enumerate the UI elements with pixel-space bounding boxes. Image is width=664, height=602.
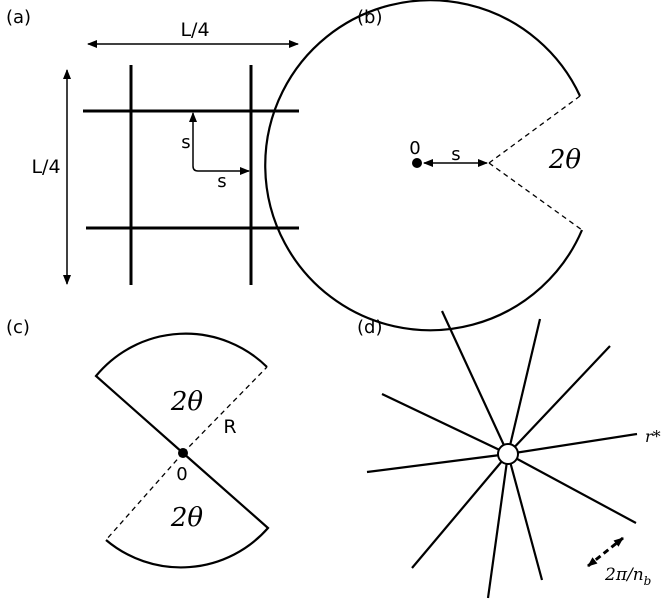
spacing-label: 2π/nb bbox=[604, 565, 651, 588]
ray-8 bbox=[411, 453, 509, 569]
height-label: L/4 bbox=[31, 156, 60, 178]
s-horizontal-label: s bbox=[217, 171, 226, 192]
panel-d-label: (d) bbox=[357, 317, 382, 338]
angle-top-label: 2θ bbox=[170, 387, 204, 417]
disk-boundary bbox=[264, 0, 584, 332]
panel-b-label: (b) bbox=[357, 7, 382, 28]
ray-9 bbox=[366, 452, 509, 474]
s-vertical-label: s bbox=[181, 132, 190, 153]
ray-10 bbox=[381, 393, 509, 455]
ray-1 bbox=[441, 310, 509, 455]
radius-dashed-top bbox=[182, 366, 268, 454]
angle-bottom-label: 2θ bbox=[170, 503, 204, 533]
panel-c: (c) 0 2θ 2θ R bbox=[6, 317, 270, 569]
ray-2 bbox=[506, 318, 542, 455]
ray-5 bbox=[507, 453, 637, 524]
panel-b: (b) 0 s 2θ bbox=[264, 0, 584, 332]
center-circle bbox=[497, 443, 519, 465]
spacing-arrow bbox=[587, 536, 624, 568]
r-star-label: r* bbox=[645, 427, 661, 446]
wedge-edge-top bbox=[488, 95, 581, 164]
spacing-label-main: 2π/n bbox=[604, 565, 644, 585]
ray-6 bbox=[506, 453, 544, 581]
spacing-label-subscript: b bbox=[644, 574, 652, 588]
ray-7 bbox=[486, 453, 510, 599]
ray-4 bbox=[507, 432, 638, 456]
angle-label: 2θ bbox=[548, 145, 582, 175]
center-point bbox=[178, 448, 188, 458]
radius-dashed-bottom bbox=[105, 452, 184, 541]
width-label: L/4 bbox=[180, 19, 209, 41]
origin-label: 0 bbox=[409, 138, 420, 159]
star-lines bbox=[366, 310, 638, 599]
panel-a: (a) L/4 L/4 s s bbox=[6, 7, 299, 285]
sector-bottom bbox=[105, 452, 270, 569]
panel-a-label: (a) bbox=[6, 7, 31, 28]
sector-top bbox=[94, 332, 268, 454]
origin-point bbox=[412, 158, 422, 168]
ray-3 bbox=[507, 345, 611, 455]
s-arrow-corner bbox=[192, 165, 199, 172]
panel-c-label: (c) bbox=[6, 317, 30, 338]
panel-d: (d) r* 2π/nb bbox=[357, 310, 661, 599]
radius-label: R bbox=[223, 416, 236, 438]
s-label: s bbox=[451, 144, 460, 165]
origin-label-c: 0 bbox=[176, 464, 187, 485]
wedge-edge-bottom bbox=[488, 162, 583, 231]
